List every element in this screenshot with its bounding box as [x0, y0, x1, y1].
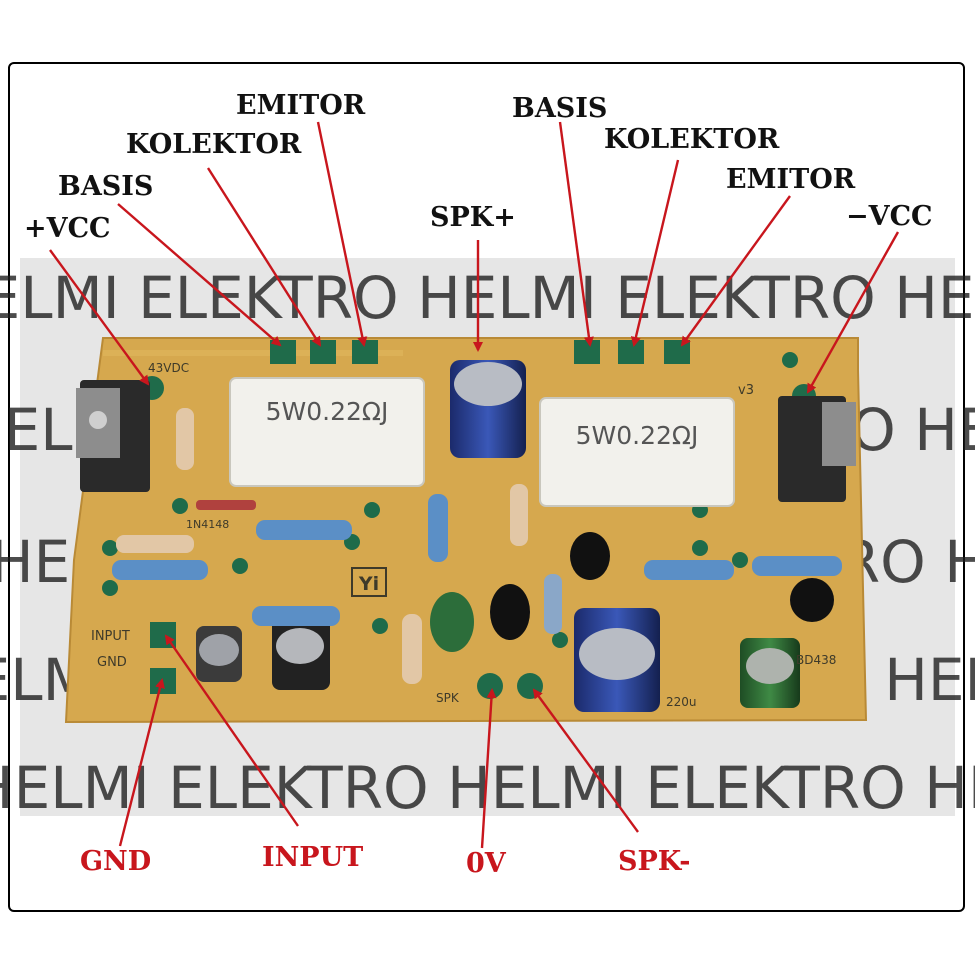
diode — [196, 500, 256, 510]
label-spk-plus: SPK+ — [430, 202, 516, 233]
arrow-emitor-right — [680, 195, 791, 347]
label-emitor-right: EMITOR — [726, 164, 856, 195]
silk-diode: 1N4148 — [186, 518, 229, 531]
pad-0v — [477, 673, 503, 699]
transistor-right — [778, 396, 856, 502]
resistor — [428, 494, 448, 562]
film-capacitor — [430, 592, 474, 652]
arrow-basis-right — [558, 121, 594, 347]
arrow-gnd — [118, 678, 165, 847]
label-basis-left: BASIS — [58, 171, 154, 202]
resistor — [176, 408, 194, 470]
watermark-row: HELMI ELEKTRO HELMI ELEKTRO HELMI ELEKTR… — [0, 264, 975, 332]
resistor — [116, 535, 194, 553]
arrow-basis-left — [117, 203, 282, 347]
label-gnd: GND — [80, 846, 152, 877]
transistor-left — [76, 380, 150, 492]
transistor — [790, 578, 834, 622]
arrow-0v — [480, 688, 497, 849]
yi-logo-box — [351, 567, 387, 597]
label-basis-right: BASIS — [512, 93, 608, 124]
label-kolektor-right: KOLEKTOR — [604, 124, 780, 155]
label-0v: 0V — [466, 848, 506, 879]
resistor — [402, 614, 422, 684]
resistors — [112, 408, 842, 684]
resistor-right-label: 5W0.22ΩJ — [576, 421, 699, 450]
pad-kolektor-right — [618, 340, 644, 364]
resistor — [252, 606, 340, 626]
power-resistor-left: 5W0.22ΩJ — [229, 377, 425, 487]
arrow-vcc-plus — [49, 249, 150, 386]
label-emitor-left: EMITOR — [236, 90, 366, 121]
silk-gnd: GND — [97, 655, 127, 670]
silk-spk: SPK — [436, 691, 460, 705]
pad-basis-right — [574, 340, 600, 364]
label-input: INPUT — [262, 842, 364, 873]
label-kolektor-left: KOLEKTOR — [126, 129, 302, 160]
resistor — [644, 560, 734, 580]
arrow-spk-minus — [532, 688, 639, 833]
silk-220u: 220u — [666, 695, 697, 709]
silk-version: v3 — [738, 383, 754, 398]
transistor-2sa733 — [490, 584, 530, 640]
capacitor-spk-plus — [450, 360, 526, 458]
silk-input: INPUT — [91, 629, 130, 644]
capacitor-green — [740, 638, 800, 708]
arrow-input — [164, 634, 299, 827]
pad-gnd — [150, 668, 176, 694]
resistor — [544, 574, 562, 634]
power-resistor-right: 5W0.22ΩJ — [539, 397, 735, 507]
arrow-kolektor-right — [630, 159, 680, 347]
arrow-kolektor-left — [206, 167, 322, 347]
silk-vdc: 43VDC — [148, 361, 189, 375]
capacitor-output — [574, 608, 660, 712]
transistor-2sa733 — [570, 532, 610, 580]
pad-emitor-right — [664, 340, 690, 364]
resistor — [510, 484, 528, 546]
silk-bd438: BD438 — [796, 653, 836, 667]
label-vcc-plus: +VCC — [24, 213, 111, 244]
resistor-left-label: 5W0.22ΩJ — [266, 397, 389, 426]
arrow-vcc-minus — [806, 231, 900, 394]
resistor — [112, 560, 208, 580]
yi-logo: Yi — [358, 573, 379, 595]
capacitor-small — [272, 616, 330, 690]
label-vcc-minus: −VCC — [846, 201, 933, 232]
small-parts — [196, 500, 834, 652]
arrow-emitor-left — [316, 121, 368, 347]
resistor — [752, 556, 842, 576]
label-spk-minus: SPK- — [618, 846, 691, 877]
pad-kolektor-left — [310, 340, 336, 364]
pad-basis-left — [270, 340, 296, 364]
pad-emitor-left — [352, 340, 378, 364]
capacitor-input — [196, 626, 242, 682]
resistor — [256, 520, 352, 540]
